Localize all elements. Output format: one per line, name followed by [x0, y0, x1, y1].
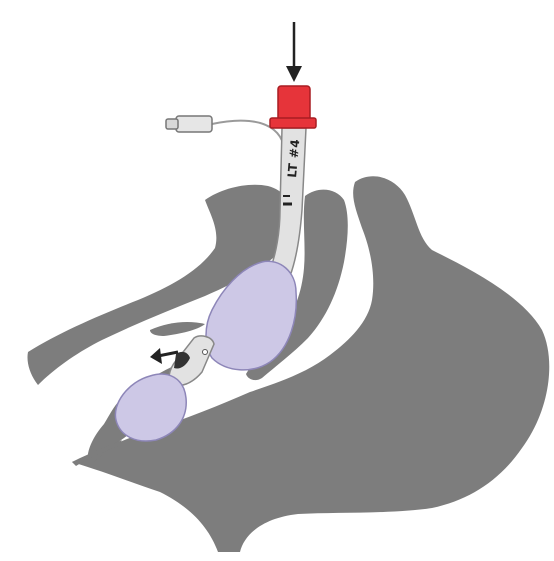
pilot-valve-tip: [166, 119, 178, 129]
airflow-left-arrow: [150, 348, 178, 364]
red-connector-flange: [270, 118, 316, 128]
outlet-dot: [203, 350, 208, 355]
airflow-down-arrow: [286, 22, 302, 82]
pilot-valve: [176, 116, 212, 132]
red-connector: [278, 86, 310, 122]
epiglottis: [150, 322, 205, 336]
